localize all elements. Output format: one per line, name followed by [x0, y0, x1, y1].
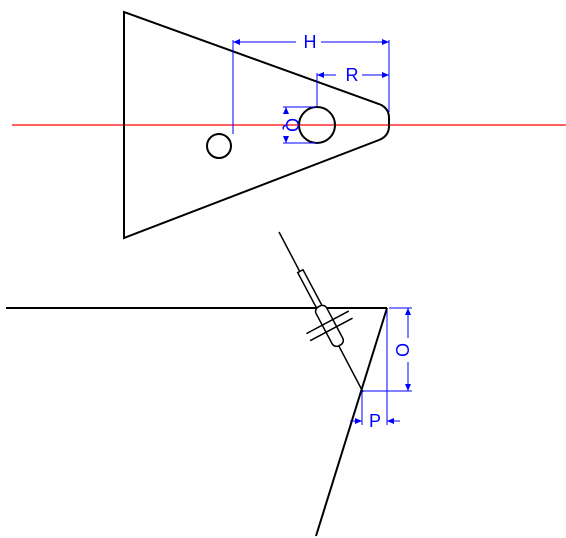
dimension-p-label: P [369, 411, 381, 431]
dimension-q-label: Q [282, 118, 302, 132]
probe-tip [314, 304, 345, 348]
probe-clamp-2 [309, 317, 353, 342]
bottom-slope-edge [315, 307, 388, 537]
dimension-h-label: H [304, 32, 317, 52]
small-hole [206, 133, 232, 159]
probe [296, 268, 353, 348]
dimension-r [316, 72, 389, 106]
probe-shaft [296, 268, 323, 309]
plate-outline [123, 10, 390, 240]
dimension-o-label: O [392, 343, 412, 357]
probe-clamp-1 [306, 310, 350, 335]
dimension-h [232, 39, 390, 134]
dimension-p [350, 310, 400, 425]
dimension-q [283, 106, 317, 144]
dimension-r-label: R [346, 65, 359, 85]
